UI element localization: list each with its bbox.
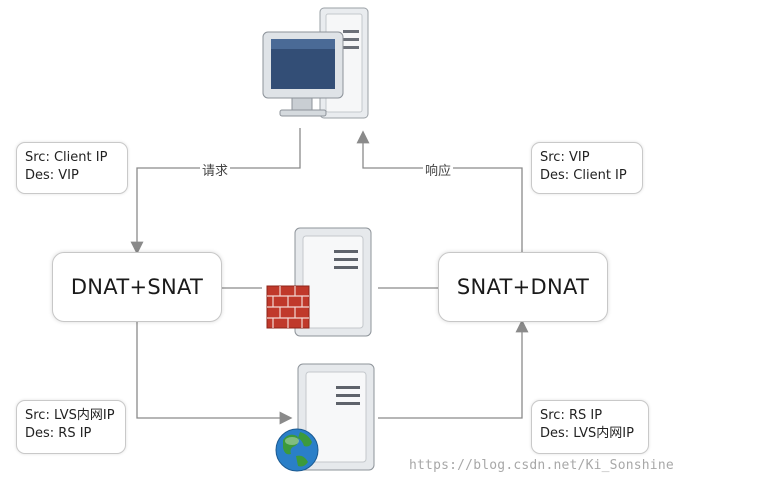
snat-dnat-label: SNAT+DNAT: [456, 275, 590, 299]
to-real-server-arrow: [136, 322, 293, 425]
snat-dnat-box: SNAT+DNAT: [438, 252, 608, 322]
rs-response-src: Src: RS IP: [540, 408, 603, 423]
globe: [275, 428, 319, 472]
rs-request-des: Des: RS IP: [25, 426, 92, 441]
client-response-des: Des: Client IP: [540, 168, 627, 183]
watermark: https://blog.csdn.net/Ki_Sonshine: [409, 458, 674, 473]
request-label: 请求: [200, 160, 231, 179]
client-response-note: Src: VIP Des: Client IP: [531, 142, 643, 194]
client-request-note: Src: Client IP Des: VIP: [16, 142, 128, 194]
client-response-src: Src: VIP: [540, 150, 590, 165]
dnat-snat-box: DNAT+SNAT: [52, 252, 222, 322]
from-real-server-arrow: [378, 319, 529, 419]
rs-response-des: Des: LVS内网IP: [540, 426, 634, 441]
client-request-src: Src: Client IP: [25, 150, 108, 165]
rs-request-note: Src: LVS内网IP Des: RS IP: [16, 400, 126, 454]
firewall-bricks: [266, 285, 310, 329]
dnat-snat-label: DNAT+SNAT: [70, 275, 204, 299]
rs-request-src: Src: LVS内网IP: [25, 408, 115, 423]
rs-response-note: Src: RS IP Des: LVS内网IP: [531, 400, 649, 454]
client-request-des: Des: VIP: [25, 168, 79, 183]
response-label: 响应: [423, 160, 454, 179]
